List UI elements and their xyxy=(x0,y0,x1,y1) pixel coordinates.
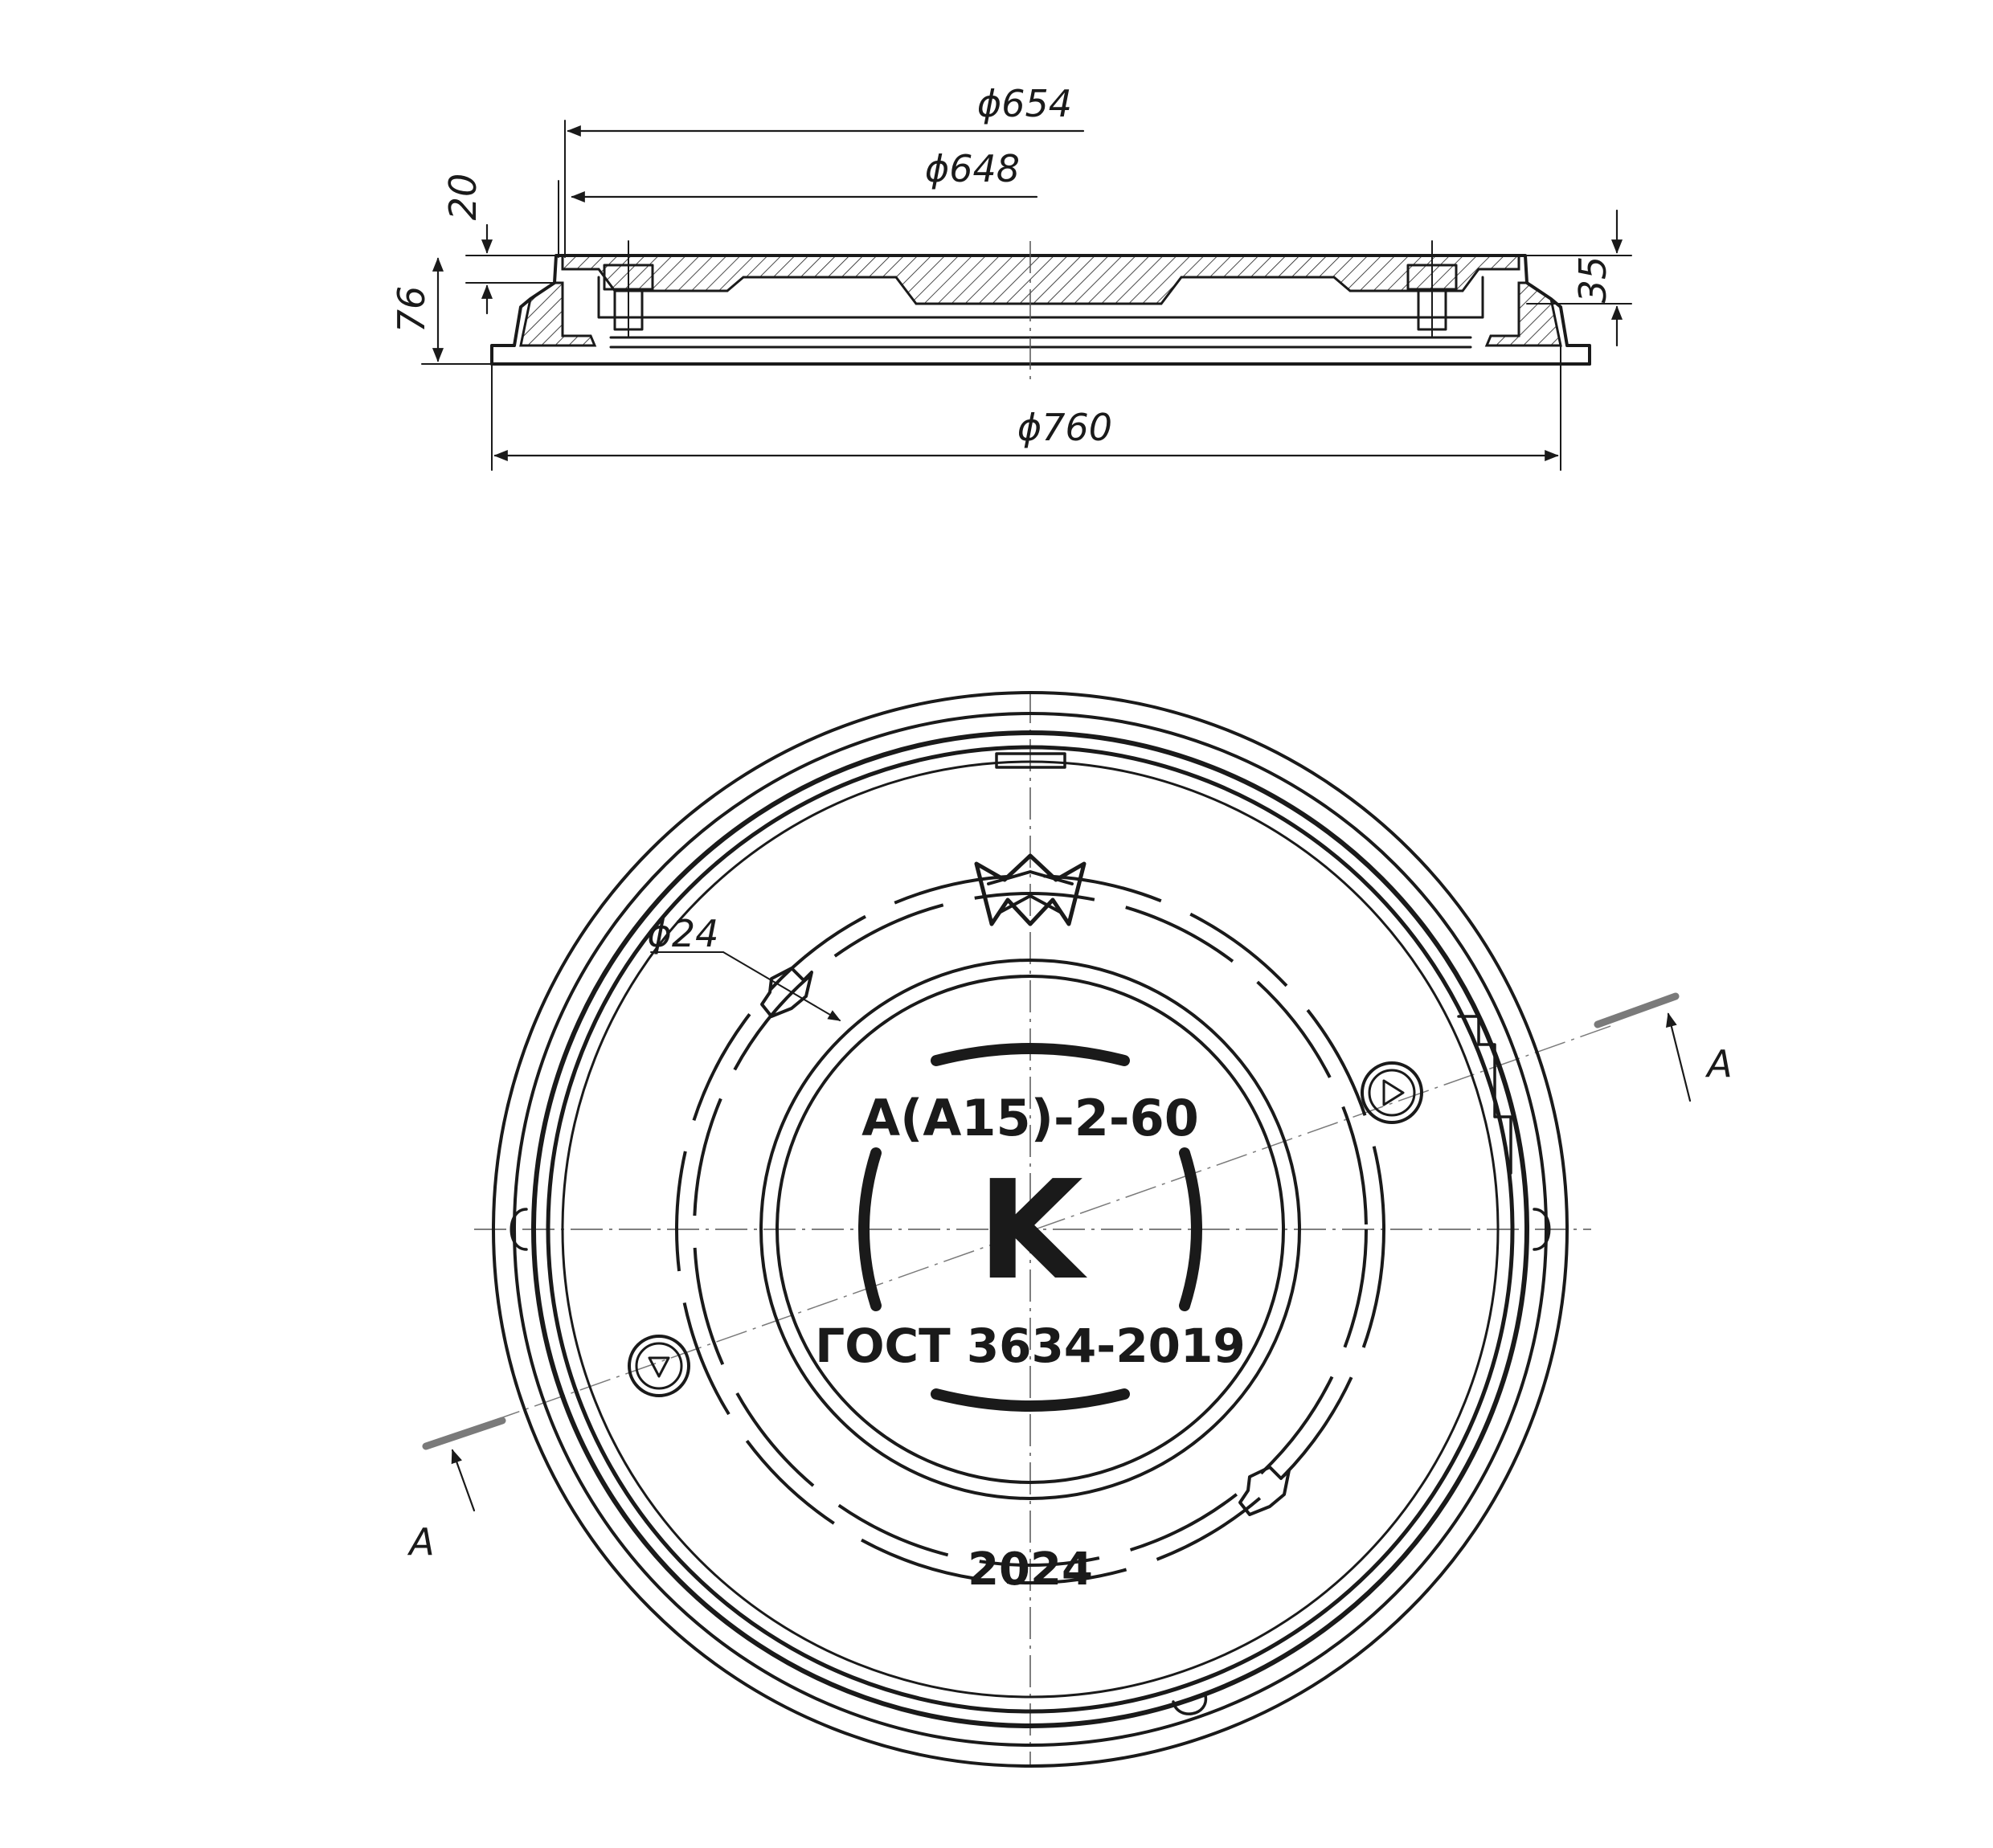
lock-boss-right xyxy=(1361,1061,1423,1124)
lock-boss-left xyxy=(628,1335,690,1397)
section-mark-bottom xyxy=(422,1417,506,1450)
lock-bolt-left xyxy=(603,240,654,338)
rib-ring xyxy=(675,874,1385,1584)
vent-hole-right xyxy=(1238,1466,1291,1516)
frame-outer-edge xyxy=(492,691,1569,1768)
lock-bolt-right xyxy=(1406,240,1458,338)
frame-lug-right xyxy=(1533,1208,1551,1251)
inner-ring-inner xyxy=(776,975,1285,1484)
section-mark-top xyxy=(1594,992,1680,1028)
dimension-line-d24 xyxy=(722,951,841,1021)
dimension-d654: ϕ654 xyxy=(977,82,1072,125)
dimension-h35: 35 xyxy=(1571,256,1614,304)
dimension-d760: ϕ760 xyxy=(1017,406,1112,449)
hinge-notch-right xyxy=(1457,1015,1512,1175)
section-arrow-top xyxy=(1666,1012,1692,1102)
vent-hole-left xyxy=(760,967,813,1018)
cover-inner-rim xyxy=(561,760,1500,1699)
dimension-h20: 20 xyxy=(441,174,485,221)
marking-letter: K xyxy=(977,1151,1087,1310)
cover-section xyxy=(561,254,1520,305)
frame-lug-bottom xyxy=(1172,1694,1207,1715)
rib-ring-outer xyxy=(675,874,1385,1584)
dimension-d24: ϕ24 xyxy=(648,912,719,955)
lift-slot-top xyxy=(995,752,1066,769)
side-view: ϕ654 ϕ648 ϕ760 20 76 35 xyxy=(390,82,1632,471)
arc-top xyxy=(931,1043,1130,1066)
plan-view: A A ϕ24 xyxy=(407,691,1733,1768)
frame-section-right xyxy=(1484,281,1562,347)
arc-bottom xyxy=(931,1388,1130,1412)
section-arrow-bottom xyxy=(451,1449,476,1512)
cover-rim xyxy=(546,745,1515,1714)
frame-lug-left xyxy=(510,1208,528,1251)
dimension-d648: ϕ648 xyxy=(925,147,1020,190)
arc-left xyxy=(858,1147,882,1311)
dimension-h76: 76 xyxy=(390,286,433,333)
marking-year: 2024 xyxy=(968,1543,1093,1596)
triangle-icon xyxy=(648,1356,670,1378)
cover-outer-edge xyxy=(531,730,1529,1728)
arc-right xyxy=(1179,1147,1202,1311)
section-label-bottom: A xyxy=(407,1520,434,1564)
section-label-top: A xyxy=(1704,1042,1732,1085)
rib-ring-inner xyxy=(693,892,1368,1567)
triangle-icon xyxy=(1382,1079,1405,1106)
frame-inner-edge xyxy=(513,712,1548,1747)
marking-class: A(A15)-2-60 xyxy=(861,1089,1199,1147)
cover-underside xyxy=(597,276,1484,349)
frame-section-left xyxy=(519,281,597,347)
manufacturer-logo xyxy=(974,853,1087,926)
marking-standard: ГОСТ 3634-2019 xyxy=(815,1319,1246,1373)
inner-ring-outer xyxy=(759,959,1301,1500)
